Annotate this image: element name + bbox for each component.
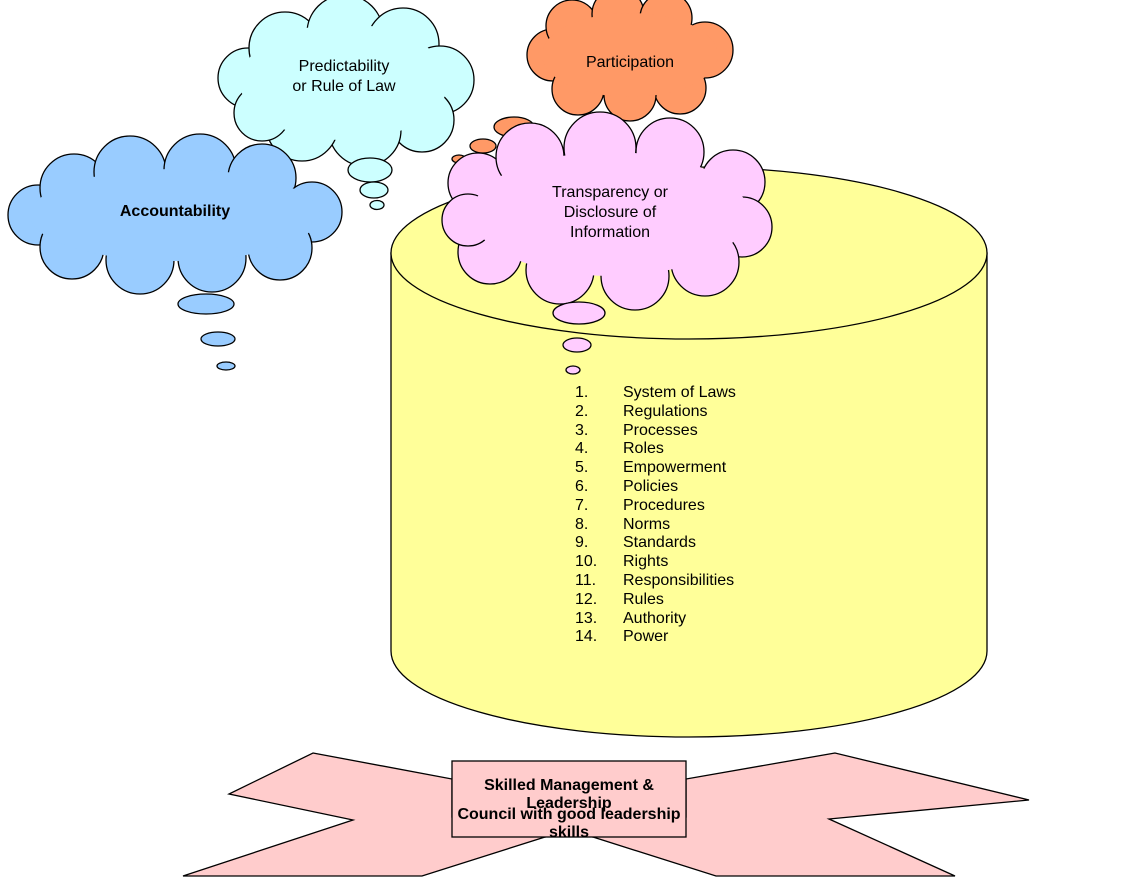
transparency-label-line3: Information — [569, 224, 651, 241]
accountability-bubble-medium — [200, 331, 236, 347]
list-item-label: Standards — [623, 534, 696, 552]
ribbon-banner — [182, 752, 1030, 877]
list-item-number: 11. — [575, 571, 597, 589]
list-item-label: System of Laws — [623, 384, 736, 401]
list-item: 9. Standards — [575, 534, 736, 553]
predictability-label-line1: Predictability — [298, 58, 390, 75]
list-item-number: 2. — [575, 402, 589, 420]
list-item-label: Policies — [623, 477, 679, 495]
predictability-bubble-medium — [359, 181, 389, 199]
participation-label: Participation — [585, 54, 675, 71]
list-item: 14. Power — [575, 628, 736, 647]
cylinder-body — [390, 252, 988, 738]
list-item-label: Rules — [623, 590, 664, 608]
list-item-number: 6. — [575, 477, 589, 495]
accountability-bubble-small — [216, 361, 236, 371]
list-item: 4. Roles — [575, 440, 736, 459]
accountability-label: Accountability — [119, 203, 231, 220]
predictability-bubble-small — [369, 199, 385, 211]
predictability-cloud-core — [240, 24, 448, 140]
transparency-bubble-medium — [562, 337, 592, 353]
list-item-number: 10. — [575, 553, 598, 571]
list-item: 1. System of Laws — [575, 384, 736, 403]
transparency-bubble-small — [565, 365, 581, 375]
transparency-label-line2: Disclosure of — [563, 204, 657, 221]
transparency-label-line1: Transparency or — [552, 184, 668, 201]
list-item-label: Norms — [623, 515, 671, 533]
list-item: 7. Procedures — [575, 497, 736, 516]
list-item-number: 9. — [575, 534, 589, 552]
transparency-cloud-core — [472, 152, 748, 276]
transparency-cloud — [441, 111, 773, 375]
transparency-bubble-large — [552, 301, 606, 325]
list-item-number: 4. — [575, 440, 589, 458]
list-item-number: 3. — [575, 421, 589, 439]
accountability-cloud — [7, 133, 343, 371]
transparency-label: Transparency or Disclosure of Informatio… — [500, 183, 720, 243]
accountability-cloud-core — [30, 169, 320, 261]
predictability-label: Predictability or Rule of Law — [254, 57, 434, 97]
list-item-label: Empowerment — [623, 459, 727, 477]
list-item: 3. Processes — [575, 422, 736, 441]
list-item-label: Authority — [623, 609, 687, 627]
list-item: 8. Norms — [575, 516, 736, 535]
list-item-label: Responsibilities — [623, 571, 735, 589]
list-item-number: 12. — [575, 590, 598, 608]
participation-cloud-core — [542, 13, 718, 97]
banner-line-2: Council with good leadership skills — [457, 806, 681, 841]
list-item: 6. Policies — [575, 478, 736, 497]
list-item-number: 8. — [575, 515, 589, 533]
list-item-label: Roles — [623, 440, 664, 458]
list-item-label: Processes — [623, 421, 698, 439]
list-item-label: Rights — [623, 553, 669, 571]
list-item: 2. Regulations — [575, 403, 736, 422]
list-item: 13. Authority — [575, 610, 736, 629]
list-item-number: 14. — [575, 628, 598, 646]
list-item-label: Power — [623, 628, 669, 646]
list-item-label: Procedures — [623, 496, 705, 514]
list-item-number: 7. — [575, 496, 589, 514]
list-item-number: 5. — [575, 459, 589, 477]
list-item-number: 1. — [575, 384, 589, 401]
predictability-label-line2: or Rule of Law — [292, 78, 396, 95]
accountability-bubble-large — [177, 293, 235, 315]
ribbon-center-panel — [451, 760, 687, 838]
predictability-bubble-large — [347, 157, 393, 183]
predictability-cloud — [217, 0, 475, 211]
list-item: 11. Responsibilities — [575, 572, 736, 591]
list-item: 12. Rules — [575, 591, 736, 610]
list-item: 5. Empowerment — [575, 459, 736, 478]
list-item-label: Regulations — [623, 402, 708, 420]
list-item: 10. Rights — [575, 553, 736, 572]
list-item-number: 13. — [575, 609, 598, 627]
governance-elements-list: 1. System of Laws 2. Regulations 3. Process… — [575, 384, 736, 647]
participation-bubble-medium — [469, 138, 497, 154]
banner-line-1: Skilled Management & Leadership — [484, 777, 654, 812]
